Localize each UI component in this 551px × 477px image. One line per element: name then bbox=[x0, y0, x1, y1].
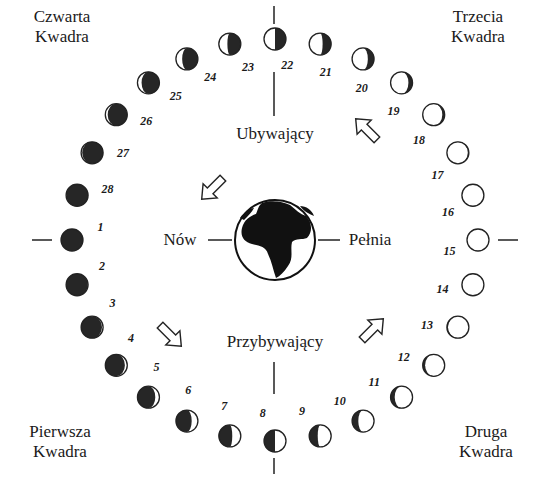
moon-disc bbox=[81, 316, 103, 338]
day-number: 24 bbox=[204, 71, 216, 85]
day-number: 11 bbox=[369, 376, 380, 390]
moon-disc bbox=[423, 104, 445, 126]
axis-lines bbox=[32, 6, 518, 474]
moon-disc bbox=[66, 274, 88, 296]
moon-disc bbox=[219, 33, 241, 55]
direction-label: Przybywający bbox=[227, 332, 323, 352]
earth-globe bbox=[235, 200, 315, 280]
day-number: 27 bbox=[117, 147, 129, 161]
day-number: 2 bbox=[99, 260, 105, 274]
day-number: 8 bbox=[260, 407, 266, 421]
moon-disc bbox=[137, 72, 159, 94]
moon-disc bbox=[391, 72, 413, 94]
day-number: 9 bbox=[299, 405, 305, 419]
moon-disc bbox=[352, 410, 374, 432]
day-number: 1 bbox=[97, 221, 103, 235]
day-number: 7 bbox=[221, 400, 227, 414]
day-number: 18 bbox=[413, 134, 425, 148]
day-number: 17 bbox=[432, 169, 444, 183]
moon-disc bbox=[264, 28, 286, 50]
day-number: 16 bbox=[442, 206, 454, 220]
moon-disc bbox=[423, 354, 445, 376]
moon-disc bbox=[137, 386, 159, 408]
day-number: 19 bbox=[387, 105, 399, 119]
moon-disc bbox=[352, 48, 374, 70]
moon-disc bbox=[462, 274, 484, 296]
phase-label: Pełnia bbox=[349, 230, 392, 250]
moon-disc bbox=[105, 354, 127, 376]
direction-label: Ubywający bbox=[236, 124, 313, 144]
day-number: 10 bbox=[334, 395, 346, 409]
day-number: 12 bbox=[398, 351, 410, 365]
day-number: 21 bbox=[320, 67, 332, 81]
moon-disc bbox=[447, 142, 469, 164]
moon-disc bbox=[309, 425, 331, 447]
moon-disc bbox=[219, 425, 241, 447]
moon-disc bbox=[447, 316, 469, 338]
day-number: 3 bbox=[109, 297, 115, 311]
day-number: 20 bbox=[356, 82, 368, 96]
phase-heading: Trzecia Kwadra bbox=[438, 7, 518, 46]
phase-heading: Druga Kwadra bbox=[446, 422, 526, 461]
day-number: 14 bbox=[436, 284, 448, 298]
day-number: 6 bbox=[185, 384, 191, 398]
moon-disc bbox=[462, 184, 484, 206]
moon-disc bbox=[81, 142, 103, 164]
day-number: 25 bbox=[170, 90, 182, 104]
phase-heading: Czwarta Kwadra bbox=[22, 7, 102, 46]
day-number: 5 bbox=[154, 361, 160, 375]
moon-disc bbox=[264, 430, 286, 452]
phase-label: Nów bbox=[163, 230, 196, 250]
direction-arrows bbox=[153, 112, 390, 354]
moon-phases bbox=[61, 28, 489, 452]
moon-disc bbox=[105, 104, 127, 126]
moon-disc bbox=[176, 410, 198, 432]
phase-heading: Pierwsza Kwadra bbox=[20, 422, 100, 461]
day-number: 26 bbox=[140, 115, 152, 129]
moon-disc bbox=[467, 229, 489, 251]
moon-disc bbox=[176, 48, 198, 70]
day-number: 22 bbox=[281, 60, 293, 74]
day-number: 15 bbox=[444, 245, 456, 259]
moon-disc bbox=[391, 386, 413, 408]
day-number: 13 bbox=[421, 319, 433, 333]
day-number: 4 bbox=[128, 332, 134, 346]
moon-disc bbox=[66, 184, 88, 206]
moon-disc bbox=[61, 229, 83, 251]
day-number: 23 bbox=[242, 61, 254, 75]
moon-disc bbox=[309, 33, 331, 55]
day-number: 28 bbox=[102, 183, 114, 197]
